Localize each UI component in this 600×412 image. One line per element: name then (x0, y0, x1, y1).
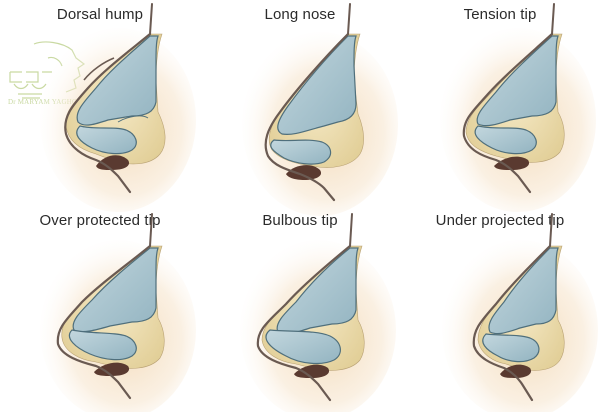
diagram-label: Over protected tip (39, 212, 161, 229)
diagram-dorsal-hump: Dorsal hump (0, 0, 200, 214)
diagram-long-nose: Long nose (200, 0, 400, 218)
diagram-label: Under projected tip (435, 212, 565, 229)
diagram-label: Bulbous tip (262, 212, 338, 229)
nose-illustration (440, 212, 600, 412)
diagram-under-projected-tip: Under projected tip (400, 206, 600, 412)
diagram-label: Long nose (264, 6, 336, 23)
nose-illustration (38, 212, 198, 412)
diagram-label: Tension tip (463, 6, 537, 23)
nose-illustration (238, 212, 398, 412)
diagram-tension-tip: Tension tip (400, 0, 600, 214)
diagram-label: Dorsal hump (56, 6, 144, 23)
nose-illustration (240, 2, 400, 218)
diagram-over-protected-tip: Over protected tip (0, 206, 200, 412)
nose-illustration (438, 2, 598, 214)
diagram-bulbous-tip: Bulbous tip (200, 206, 400, 412)
nose-illustration (38, 2, 198, 214)
